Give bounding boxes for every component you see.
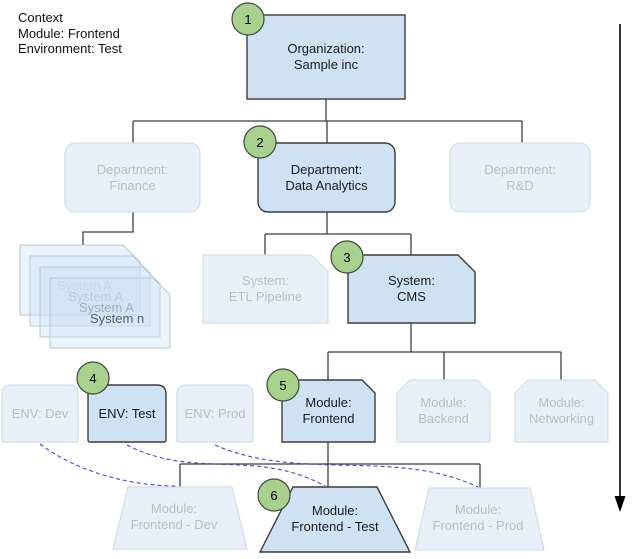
department-data-analytics-node xyxy=(257,142,396,213)
module-frontend-test-node xyxy=(258,486,412,553)
step-1-badge xyxy=(231,2,265,36)
system-stack-card-2 xyxy=(29,255,151,327)
env-test-mapping-link xyxy=(126,444,326,487)
step-1-badge-number: 1 xyxy=(244,12,251,27)
system-stack-card-3 xyxy=(39,266,161,338)
organization-node xyxy=(246,14,406,100)
step-5-badge-number: 5 xyxy=(279,378,286,393)
env-dev-node xyxy=(1,384,79,443)
context-environment-line: Environment: Test xyxy=(18,41,122,56)
department-rnd-node xyxy=(449,142,591,213)
step-5-badge xyxy=(266,368,300,402)
flow-arrow-head-icon xyxy=(614,496,626,512)
module-networking-node xyxy=(514,379,609,443)
env-prod-mapping-link xyxy=(214,444,479,488)
step-2-badge xyxy=(243,125,277,159)
step-6-badge-number: 6 xyxy=(270,488,277,503)
context-module-line: Module: Frontend xyxy=(18,25,120,41)
module-backend-node xyxy=(396,379,491,443)
system-etl-node xyxy=(202,254,329,324)
tree-connectors xyxy=(82,99,562,488)
module-frontend-dev-node xyxy=(112,486,248,550)
step-6-badge xyxy=(257,478,291,512)
env-prod-node xyxy=(176,384,254,443)
context-heading: Context xyxy=(18,10,63,25)
system-cms-node xyxy=(347,254,476,324)
step-2-badge-number: 2 xyxy=(256,135,263,150)
module-frontend-prod-node xyxy=(414,487,545,551)
context-block: Context Module: Frontend Environment: Te… xyxy=(18,10,122,57)
step-4-badge xyxy=(76,361,110,395)
env-dev-mapping-link xyxy=(39,443,177,487)
step-3-badge-number: 3 xyxy=(343,250,350,265)
step-4-badge-number: 4 xyxy=(89,371,96,386)
department-finance-node xyxy=(64,142,201,213)
step-3-badge xyxy=(330,240,364,274)
env-test-node xyxy=(87,384,167,443)
system-stack-card-4 xyxy=(49,277,171,349)
